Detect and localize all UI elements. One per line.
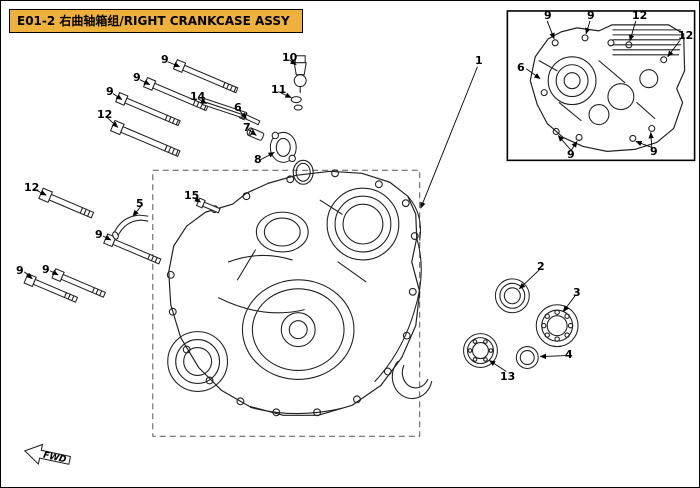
part-callout-4: 4 xyxy=(565,348,573,361)
part-callout-12: 12 xyxy=(97,108,113,121)
pipe-5 xyxy=(112,214,149,240)
inset-bolt-dots xyxy=(540,34,668,142)
part-callout-2: 2 xyxy=(537,260,545,273)
washer-11 xyxy=(290,96,303,111)
inset-callout-6: 6 xyxy=(517,61,525,74)
crankcase-body-drawing xyxy=(166,169,433,417)
fwd-direction-arrow: FWD xyxy=(23,443,72,466)
sensor-10 xyxy=(293,55,307,94)
diagram-title: E01-2 右曲轴箱组/RIGHT CRANKCASE ASSY xyxy=(9,9,303,33)
part-callout-9: 9 xyxy=(42,263,50,276)
bolt-9 xyxy=(115,91,181,127)
part-callout-14: 14 xyxy=(190,90,206,103)
inset-assembled-view xyxy=(506,10,696,162)
leader-lines-main xyxy=(24,59,576,372)
part-callout-9: 9 xyxy=(16,264,24,277)
part-callout-11: 11 xyxy=(271,83,287,96)
bearing-13 xyxy=(463,333,498,369)
bolt-9 xyxy=(23,273,79,303)
part-callout-12: 12 xyxy=(24,181,40,194)
inset-callout-12: 12 xyxy=(678,29,694,42)
cover-8 xyxy=(269,131,314,185)
part-callout-1: 1 xyxy=(475,54,483,67)
ring-4 xyxy=(515,346,539,370)
part-callout-3: 3 xyxy=(573,286,581,299)
leader-lines-inset xyxy=(526,20,681,151)
part-callout-9: 9 xyxy=(133,71,141,84)
part-callout-6: 6 xyxy=(234,101,242,114)
part-callout-9: 9 xyxy=(106,85,114,98)
inset-callout-9: 9 xyxy=(544,9,552,22)
inset-callout-9: 9 xyxy=(650,145,658,158)
inset-callout-9: 9 xyxy=(567,148,575,161)
assembly-boundary-dashed-box xyxy=(152,169,421,437)
bolt-9 xyxy=(172,58,239,94)
bearing-3 xyxy=(535,304,579,348)
fwd-label: FWD xyxy=(42,451,68,466)
bolt-12 xyxy=(109,119,181,158)
part-callout-13: 13 xyxy=(500,370,516,383)
bolt-12 xyxy=(38,187,95,219)
part-callout-5: 5 xyxy=(136,197,144,210)
inset-callout-9: 9 xyxy=(587,9,595,22)
part-callout-9: 9 xyxy=(161,53,169,66)
part-callout-8: 8 xyxy=(254,153,262,166)
part-callout-15: 15 xyxy=(184,189,200,202)
bolt-holes xyxy=(166,169,419,417)
part-callout-7: 7 xyxy=(243,121,251,134)
part-callout-9: 9 xyxy=(95,228,103,241)
part-callout-10: 10 xyxy=(282,51,298,64)
inset-callout-12: 12 xyxy=(632,9,648,22)
